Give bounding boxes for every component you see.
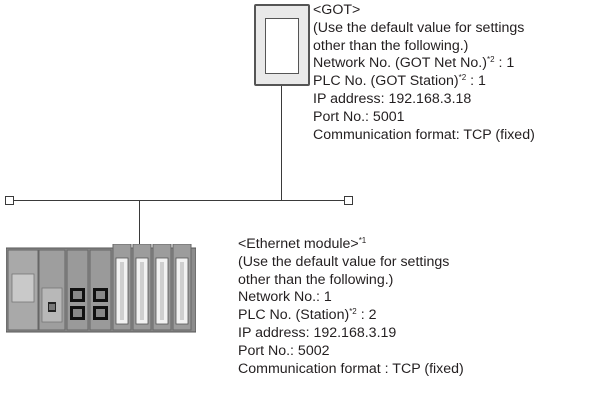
got-screen	[265, 18, 299, 74]
left-terminator	[5, 196, 14, 205]
got-settings: <GOT> (Use the default value for setting…	[313, 2, 535, 144]
ethernet-module-settings: <Ethernet module>*1 (Use the default val…	[238, 236, 464, 378]
got-network-no-footnote: *2	[486, 55, 495, 65]
got-plc-no-footnote: *2	[458, 73, 467, 83]
ethernet-note-line2: other than the following.)	[238, 271, 394, 288]
got-label: <GOT>	[313, 2, 361, 18]
got-ip-address: IP address: 192.168.3.18	[313, 90, 472, 107]
ethernet-module-footnote: *1	[358, 236, 367, 245]
got-network-no: Network No. (GOT Net No.)*2 : 1	[313, 55, 515, 72]
ethernet-note-line1: (Use the default value for settings	[238, 253, 450, 270]
right-terminator	[344, 196, 353, 205]
got-drop-line	[281, 86, 282, 200]
got-note-line1: (Use the default value for settings	[313, 19, 525, 36]
ethernet-ip-address: IP address: 192.168.3.19	[238, 324, 397, 341]
got-device	[254, 4, 310, 86]
ethernet-plc-no: PLC No. (Station)*2 : 2	[238, 307, 377, 324]
ethernet-comm-format: Communication format : TCP (fixed)	[238, 360, 464, 377]
got-port-no: Port No.: 5001	[313, 108, 405, 125]
plc-drop-line	[139, 200, 140, 244]
ethernet-bus-line	[14, 200, 344, 201]
got-comm-format: Communication format: TCP (fixed)	[313, 126, 535, 143]
ethernet-module-label: <Ethernet module>*1	[238, 236, 367, 252]
ethernet-network-no: Network No.: 1	[238, 289, 332, 306]
got-note-line2: other than the following.)	[313, 37, 469, 54]
plc-rack	[6, 244, 196, 333]
ethernet-plc-no-footnote: *2	[349, 307, 357, 317]
got-plc-no: PLC No. (GOT Station)*2 : 1	[313, 73, 486, 90]
ethernet-port-no: Port No.: 5002	[238, 342, 330, 359]
